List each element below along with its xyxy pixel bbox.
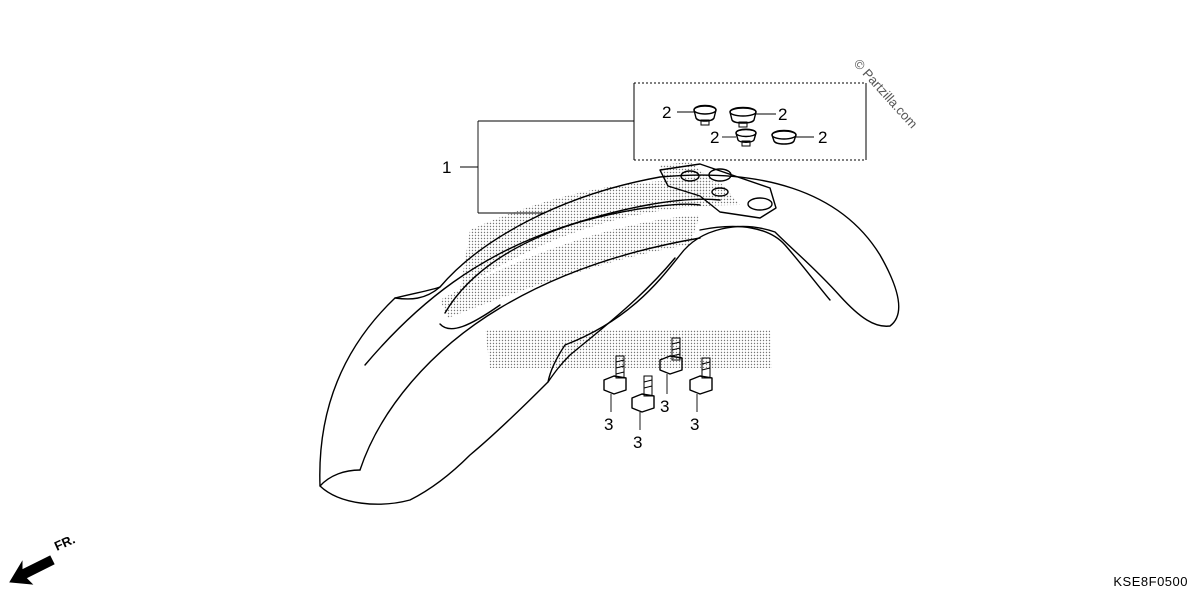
callout-1: 1 — [442, 158, 451, 177]
front-direction-arrow-icon — [9, 555, 55, 585]
callout-2-c: 2 — [710, 128, 719, 147]
grommet-group-box — [633, 82, 867, 161]
callout-3-a: 3 — [604, 415, 613, 434]
callout-3-b: 3 — [633, 433, 642, 452]
grommet-4[interactable] — [771, 129, 797, 145]
bolt-2[interactable] — [631, 375, 655, 430]
callout-2-b: 2 — [778, 105, 787, 124]
grommet-3[interactable] — [735, 128, 757, 147]
grommet-2[interactable] — [729, 106, 757, 128]
diagram-code: KSE8F0500 — [1113, 574, 1188, 589]
grommet-leaders — [677, 111, 814, 138]
grommet-1[interactable] — [693, 104, 717, 126]
bolt-1[interactable] — [603, 355, 627, 412]
callout-2-a: 2 — [662, 103, 671, 122]
callout-3-d: 3 — [690, 415, 699, 434]
bolt-3[interactable] — [659, 337, 683, 394]
bolt-4[interactable] — [689, 357, 713, 412]
front-fender[interactable] — [319, 162, 900, 505]
callout-3-c: 3 — [660, 397, 669, 416]
callout-2-d: 2 — [818, 128, 827, 147]
